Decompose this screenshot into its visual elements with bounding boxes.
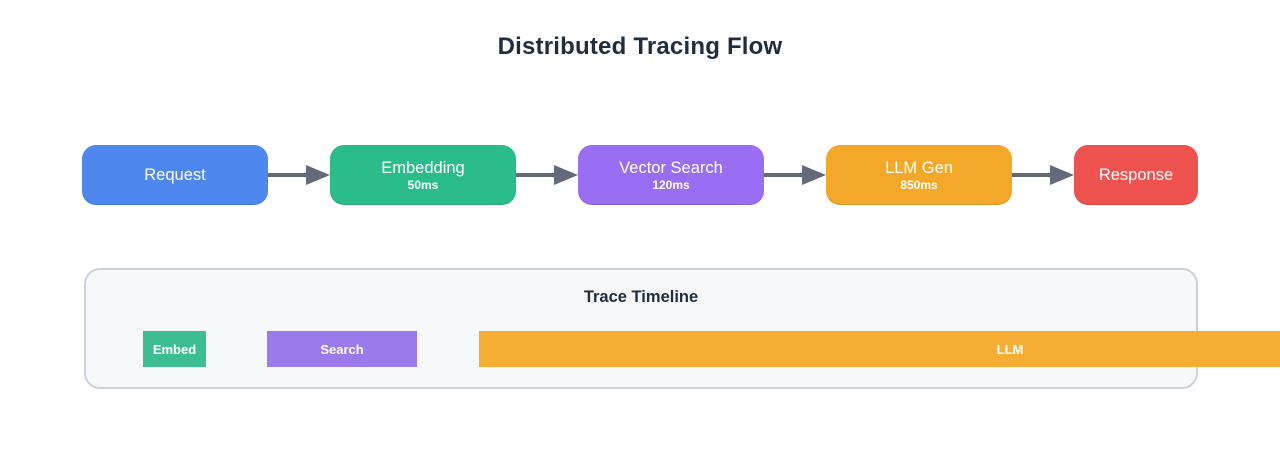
flow-node-response: Response: [1074, 145, 1198, 205]
arrow-line: [764, 173, 802, 177]
arrow-head-icon: [1050, 165, 1074, 185]
timeline-bar-label: Embed: [152, 341, 197, 357]
timeline-bar-embed: Embed: [143, 331, 206, 367]
flow-node-duration: 850ms: [900, 178, 938, 192]
timeline-title: Trace Timeline: [583, 288, 699, 306]
flow-node-label: Response: [1098, 166, 1174, 184]
flow-node-label: Request: [144, 166, 206, 184]
arrow-head-icon: [802, 165, 826, 185]
arrow-head-icon: [554, 165, 578, 185]
flow-arrow: [516, 145, 578, 205]
timeline-bar-llm: LLM: [479, 331, 1280, 367]
arrow-line: [1012, 173, 1050, 177]
flow-node-llm-gen: LLM Gen 850ms: [826, 145, 1012, 205]
flow-node-label: Vector Search: [619, 159, 723, 177]
flow-node-vector-search: Vector Search 120ms: [578, 145, 764, 205]
flow-arrow: [1012, 145, 1074, 205]
flow-arrow: [764, 145, 826, 205]
flow-node-label: Embedding: [381, 159, 465, 177]
arrow-line: [268, 173, 306, 177]
flow-node-label: LLM Gen: [885, 159, 953, 177]
timeline-bar-label: LLM: [996, 341, 1024, 357]
timeline-bar-search: Search: [267, 331, 417, 367]
page-title: Distributed Tracing Flow: [497, 33, 783, 60]
timeline-bar-label: Search: [320, 341, 364, 357]
flow-diagram: Request Embedding 50ms Vector Search 120…: [82, 145, 1280, 205]
flow-node-duration: 50ms: [407, 178, 439, 192]
trace-timeline-panel: Trace Timeline Embed Search LLM: [84, 268, 1280, 389]
flow-node-embedding: Embedding 50ms: [330, 145, 516, 205]
flow-node-request: Request: [82, 145, 268, 205]
arrow-line: [516, 173, 554, 177]
flow-arrow: [268, 145, 330, 205]
arrow-head-icon: [306, 165, 330, 185]
flow-node-duration: 120ms: [652, 178, 690, 192]
